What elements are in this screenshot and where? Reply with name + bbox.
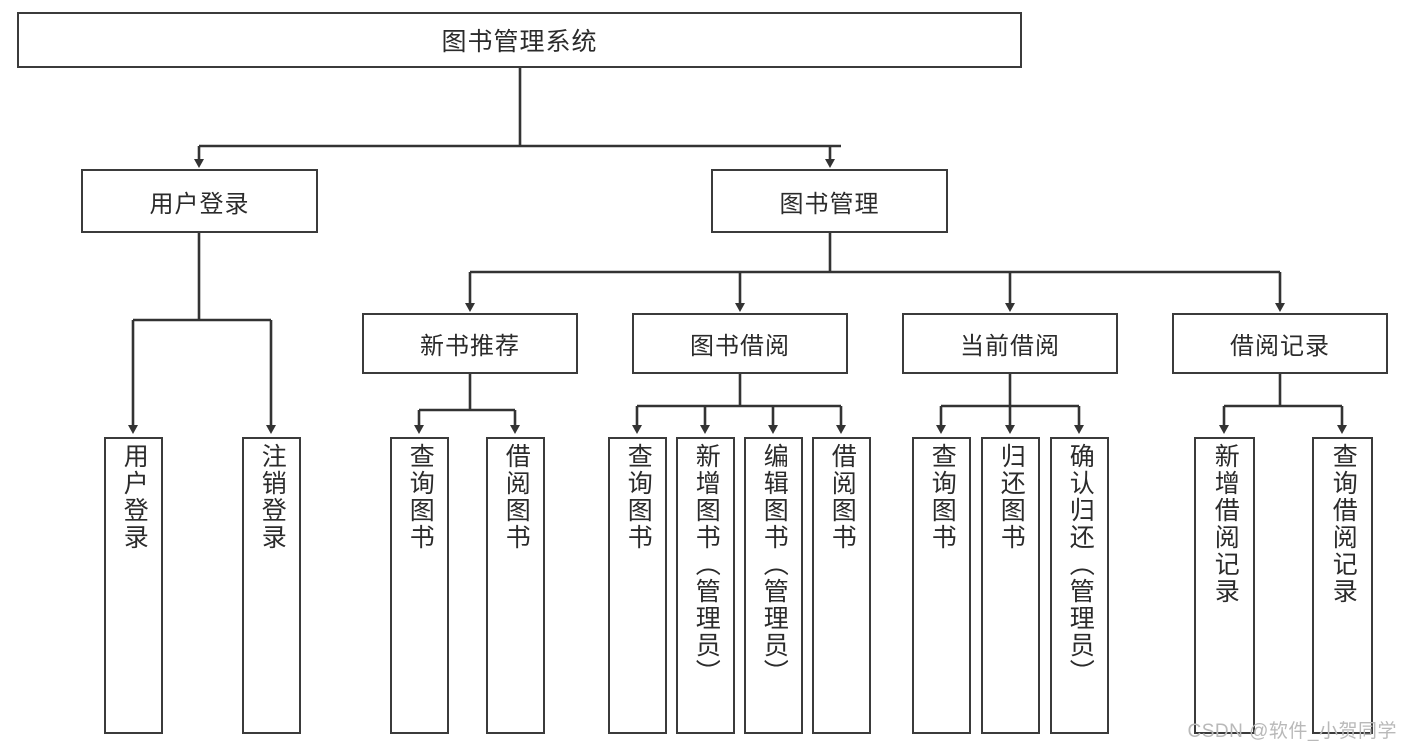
node-new-book-recommend[interactable]: 新书推荐 bbox=[362, 313, 578, 374]
node-root-system[interactable]: 图书管理系统 bbox=[17, 12, 1022, 68]
node-book-borrow[interactable]: 图书借阅 bbox=[632, 313, 848, 374]
leaf-user-login-logout[interactable]: 注销登录 bbox=[242, 437, 301, 734]
node-label: 用户登录 bbox=[149, 190, 250, 218]
node-label: 注销登录 bbox=[258, 443, 287, 551]
leaf-current-confirm-return[interactable]: 确认归还（管理员） bbox=[1050, 437, 1109, 734]
node-label: 借阅图书 bbox=[502, 443, 531, 551]
node-label: 确认归还（管理员） bbox=[1066, 443, 1095, 686]
leaf-new-book-borrow[interactable]: 借阅图书 bbox=[486, 437, 545, 734]
node-label: 新增借阅记录 bbox=[1211, 443, 1240, 605]
node-label: 借阅图书 bbox=[828, 443, 857, 551]
node-label: 图书借阅 bbox=[690, 333, 790, 360]
leaf-new-book-query[interactable]: 查询图书 bbox=[390, 437, 449, 734]
node-label: 查询图书 bbox=[624, 443, 653, 551]
node-label: 用户登录 bbox=[120, 443, 149, 551]
node-user-login[interactable]: 用户登录 bbox=[81, 169, 318, 233]
node-label: 图书管理 bbox=[779, 190, 880, 218]
leaf-record-add[interactable]: 新增借阅记录 bbox=[1194, 437, 1255, 734]
node-label: 查询图书 bbox=[928, 443, 957, 551]
node-label: 查询图书 bbox=[406, 443, 435, 551]
node-label: 图书管理系统 bbox=[441, 28, 598, 56]
node-borrow-record[interactable]: 借阅记录 bbox=[1172, 313, 1388, 374]
node-label: 编辑图书（管理员） bbox=[760, 443, 789, 686]
node-label: 新书推荐 bbox=[420, 333, 520, 360]
node-label: 新增图书（管理员） bbox=[692, 443, 721, 686]
node-label: 当前借阅 bbox=[960, 333, 1060, 360]
leaf-current-return-book[interactable]: 归还图书 bbox=[981, 437, 1040, 734]
node-label: 查询借阅记录 bbox=[1329, 443, 1358, 605]
watermark: CSDN @软件_小贺同学 bbox=[1187, 721, 1397, 742]
node-label: 借阅记录 bbox=[1230, 333, 1330, 360]
leaf-user-login-login[interactable]: 用户登录 bbox=[104, 437, 163, 734]
leaf-borrow-query-book[interactable]: 查询图书 bbox=[608, 437, 667, 734]
node-book-management[interactable]: 图书管理 bbox=[711, 169, 948, 233]
leaf-borrow-borrow-book[interactable]: 借阅图书 bbox=[812, 437, 871, 734]
leaf-borrow-add-book[interactable]: 新增图书（管理员） bbox=[676, 437, 735, 734]
leaf-record-query[interactable]: 查询借阅记录 bbox=[1312, 437, 1373, 734]
node-label: 归还图书 bbox=[997, 443, 1026, 551]
leaf-borrow-edit-book[interactable]: 编辑图书（管理员） bbox=[744, 437, 803, 734]
node-current-borrow[interactable]: 当前借阅 bbox=[902, 313, 1118, 374]
leaf-current-query-book[interactable]: 查询图书 bbox=[912, 437, 971, 734]
